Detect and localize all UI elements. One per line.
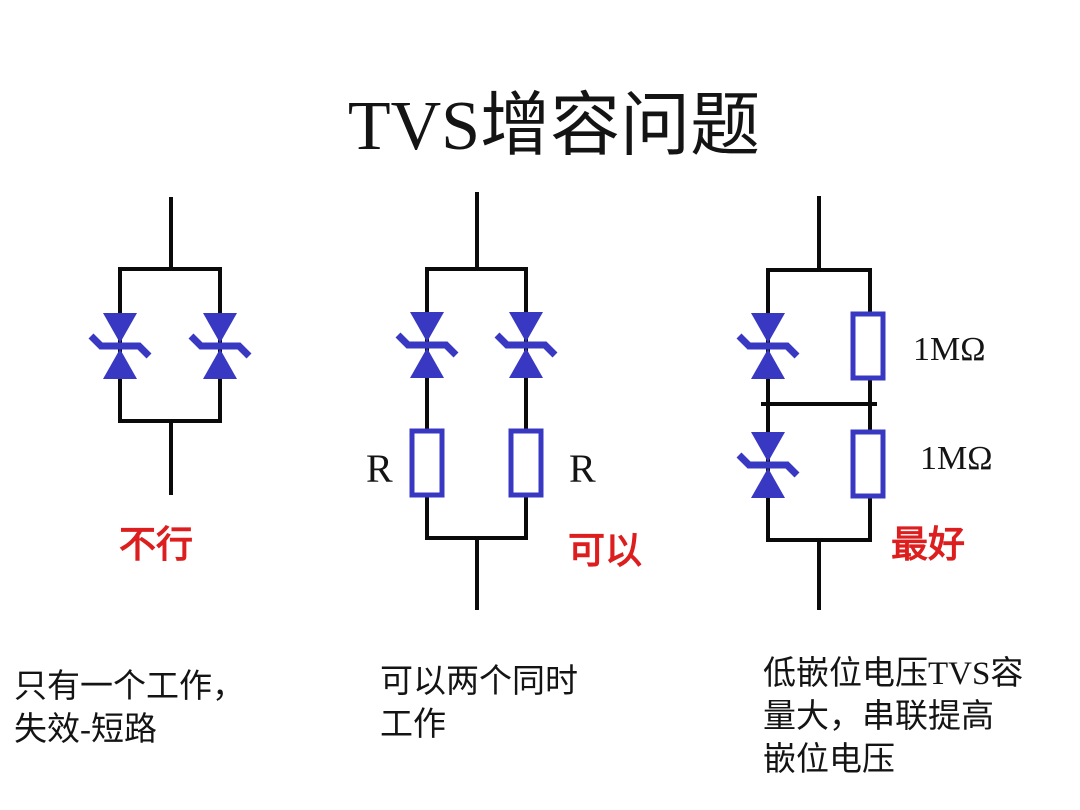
tvs-diode-icon — [497, 312, 555, 378]
description-line: 工作 — [380, 707, 446, 743]
circuit-parallel-tvs — [91, 197, 249, 495]
description-line: 量大，串联提高 — [763, 699, 994, 735]
resistor-icon — [412, 431, 442, 495]
resistor-icon — [853, 314, 883, 378]
tvs-diode-icon — [91, 313, 149, 379]
description-right: 低嵌位电压TVS容 量大，串联提高 嵌位电压 — [763, 653, 1023, 782]
verdict-not-ok: 不行 — [119, 525, 193, 566]
resistor-value-bottom: 1MΩ — [920, 440, 993, 477]
parallel-loop — [425, 267, 528, 540]
resistor-value-top: 1MΩ — [913, 331, 986, 368]
page-title: TVS增容问题 — [347, 88, 761, 165]
verdict-best: 最好 — [891, 525, 965, 566]
tvs-diode-icon — [739, 432, 797, 498]
circuit-series-tvs-with-balancing-resistors — [739, 196, 883, 610]
description-left: 只有一个工作， 失效-短路 — [14, 666, 245, 752]
description-line: 失效-短路 — [14, 712, 157, 748]
tvs-diode-icon — [739, 313, 797, 379]
tvs-diode-icon — [191, 313, 249, 379]
circuit-parallel-tvs-with-resistors — [398, 192, 555, 610]
resistor-icon — [511, 431, 541, 495]
description-middle: 可以两个同时 工作 — [380, 661, 578, 747]
description-line: 可以两个同时 — [380, 664, 578, 700]
description-line: 嵌位电压 — [763, 742, 895, 778]
tvs-diode-icon — [398, 312, 456, 378]
description-line: 只有一个工作， — [14, 669, 245, 705]
resistor-label-left: R — [366, 446, 393, 491]
description-line: 低嵌位电压TVS容 — [763, 656, 1024, 692]
resistor-label-right: R — [569, 446, 596, 491]
verdict-ok: 可以 — [568, 531, 642, 572]
resistor-icon — [853, 432, 883, 496]
